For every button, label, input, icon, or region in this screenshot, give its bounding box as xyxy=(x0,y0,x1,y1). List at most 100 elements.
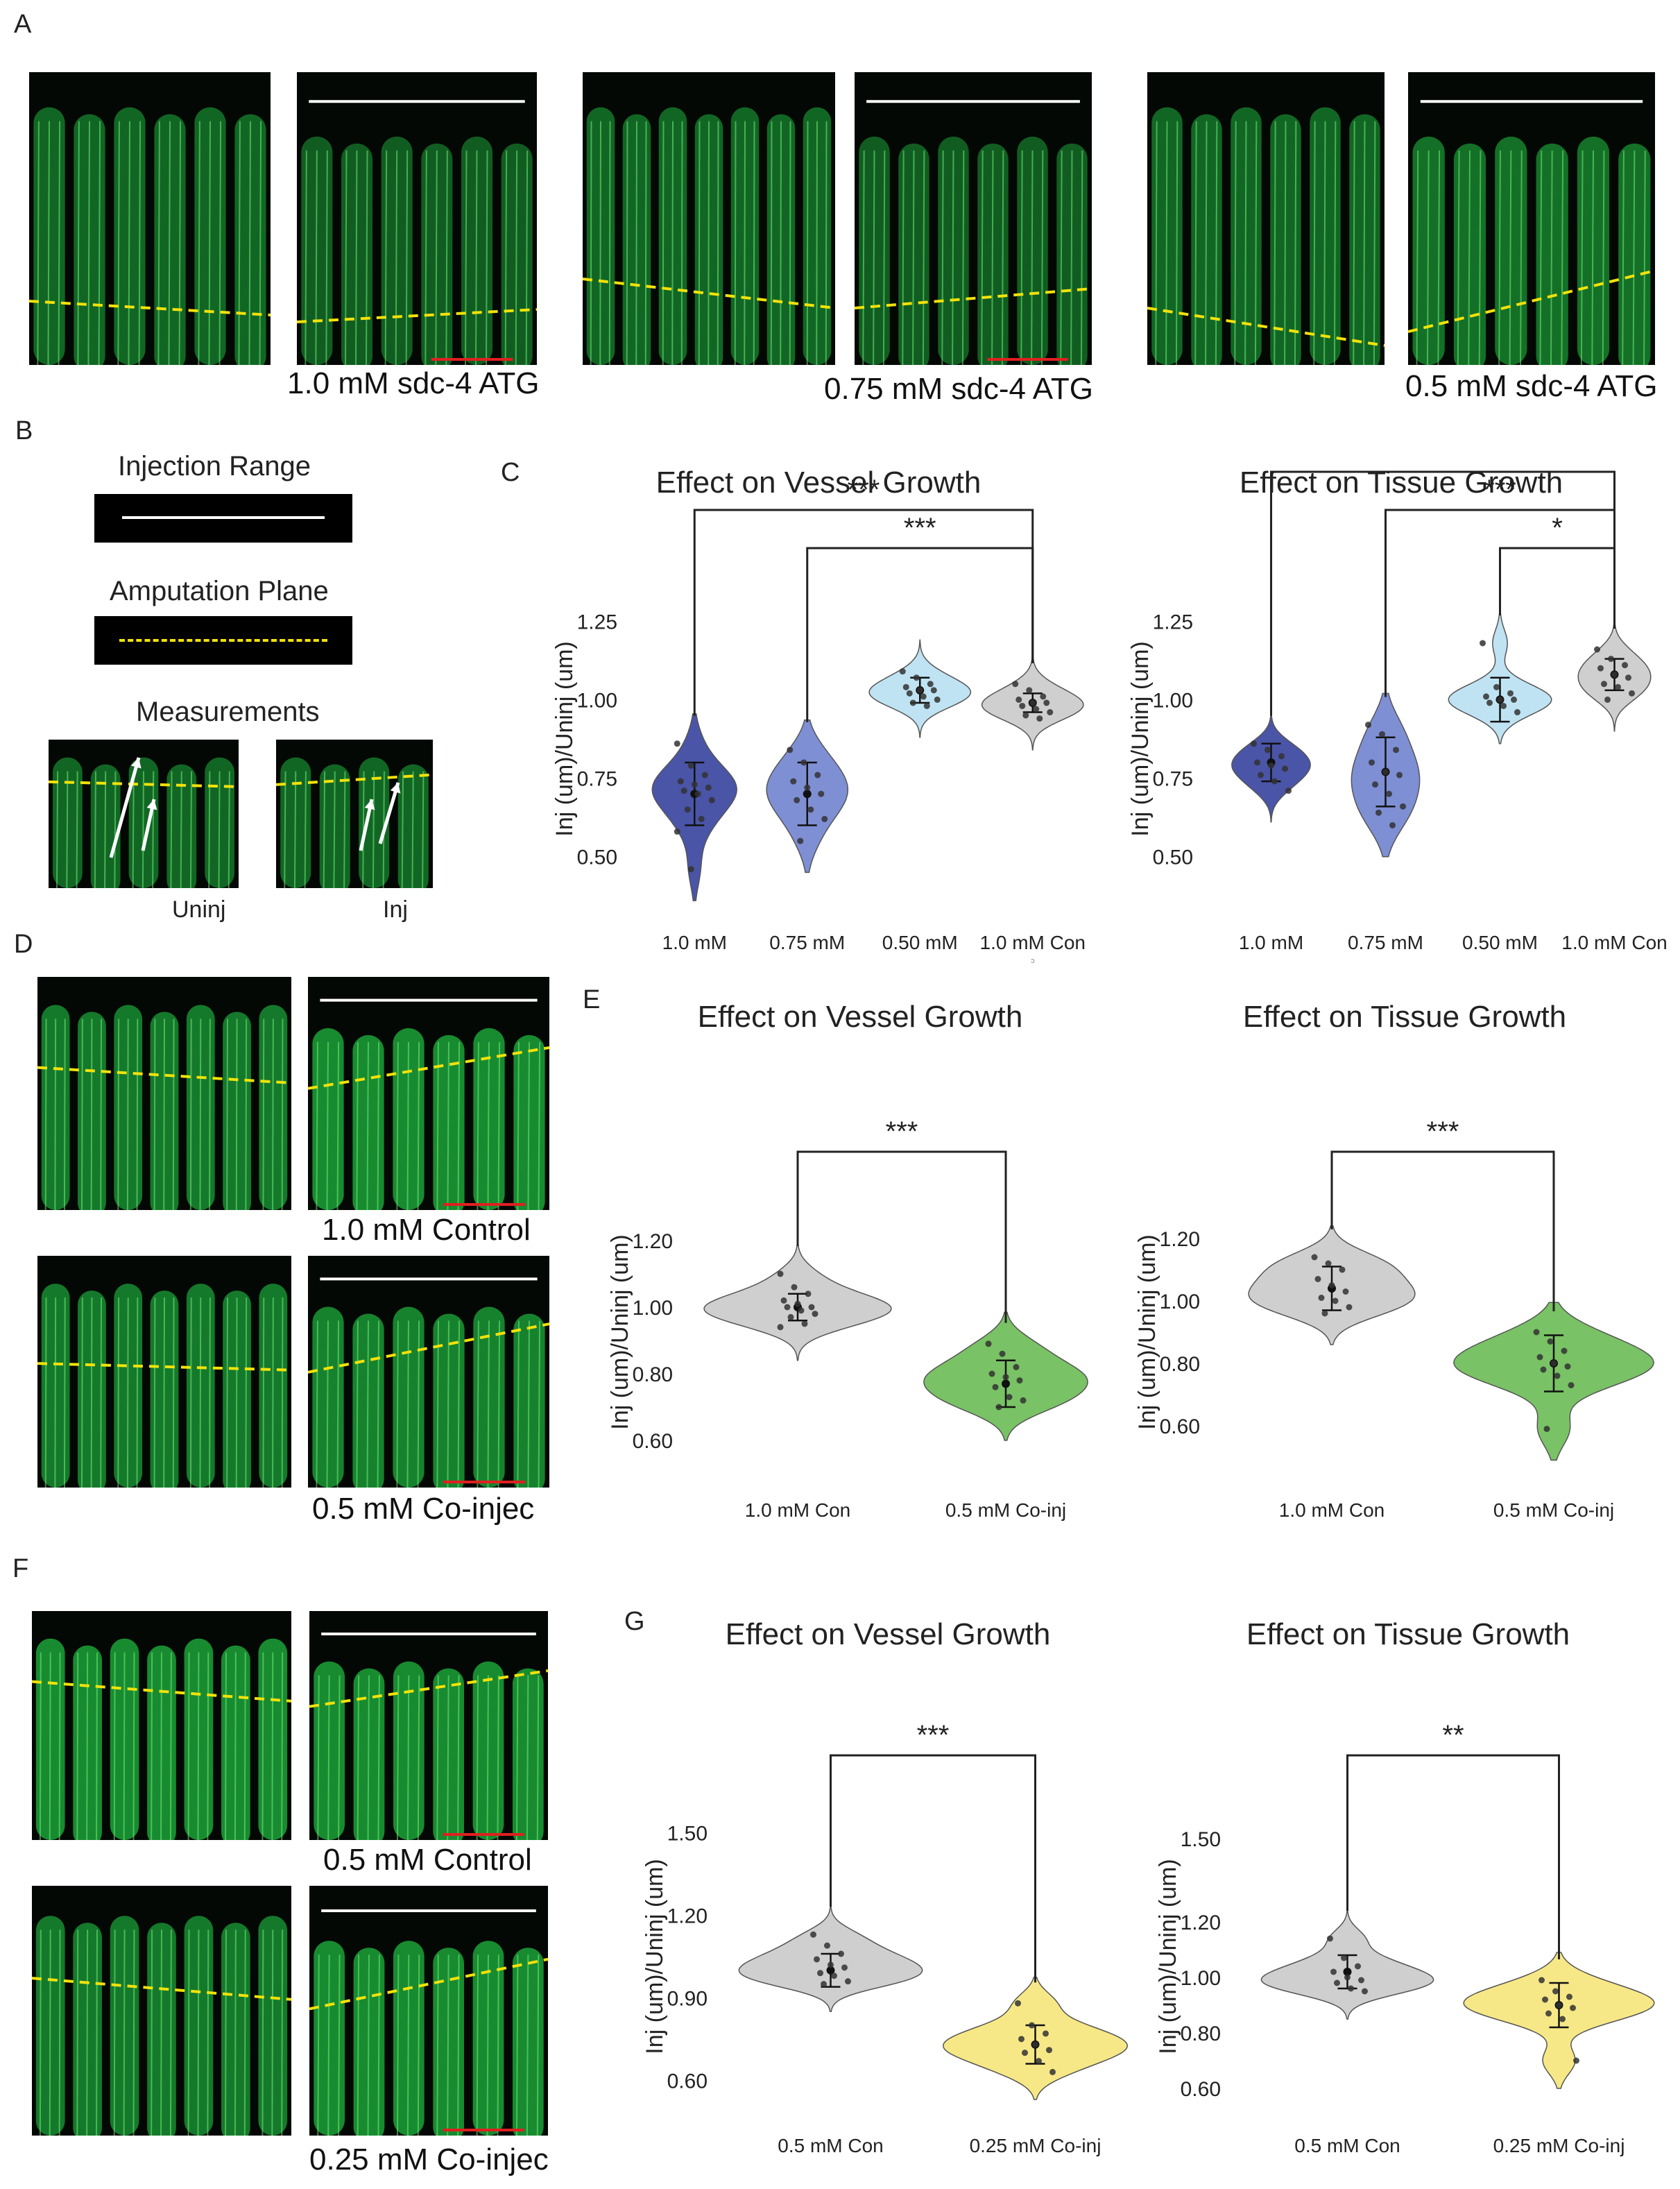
data-point xyxy=(808,1304,815,1311)
y-tick-label: 0.80 xyxy=(1181,2022,1221,2045)
vessel-strand xyxy=(157,121,160,365)
vessel-strand xyxy=(1070,150,1073,365)
data-point xyxy=(1022,712,1029,719)
data-point xyxy=(845,1978,851,1985)
y-tick-label: 1.50 xyxy=(667,1823,708,1846)
vessel-strand xyxy=(218,121,222,365)
vessel-strand xyxy=(226,1297,228,1488)
vessel-strand xyxy=(76,1652,79,1840)
vessel-strand xyxy=(281,1297,284,1488)
data-point xyxy=(1486,699,1493,706)
vessel-strand xyxy=(1165,121,1168,365)
vessel-strand xyxy=(417,1675,420,1840)
data-point xyxy=(1545,2010,1552,2017)
y-axis-label: Inj (um)/Uninj (um) xyxy=(607,1234,633,1429)
vessel-strand xyxy=(123,1652,126,1840)
vessel-strand xyxy=(336,1041,340,1210)
significance-label: * xyxy=(1552,513,1563,543)
panel-letter-c: C xyxy=(501,458,520,487)
data-point xyxy=(1393,747,1399,753)
data-point xyxy=(1026,687,1033,694)
data-point xyxy=(1355,1963,1361,1970)
significance-label: *** xyxy=(1484,475,1516,505)
data-point xyxy=(902,683,909,690)
data-point xyxy=(687,866,694,873)
vessel-strand xyxy=(406,1675,410,1840)
x-category-label: 1.0 mM Con xyxy=(1279,1499,1385,1521)
data-point xyxy=(787,747,794,753)
vessel-strand xyxy=(476,1954,479,2136)
micrograph-f1-uninj xyxy=(32,1611,291,1840)
data-point xyxy=(1022,2050,1028,2056)
y-tick-label: 1.20 xyxy=(633,1230,673,1253)
data-point xyxy=(1013,1363,1020,1370)
data-point xyxy=(780,1297,787,1304)
vessel-strand xyxy=(1215,121,1218,365)
vessel-strand xyxy=(457,1041,461,1210)
mean-point xyxy=(803,790,812,799)
y-axis-label: Inj (um)/Uninj (um) xyxy=(1155,1859,1181,2054)
vessel-strand xyxy=(396,1320,399,1488)
amputation-line xyxy=(297,308,537,323)
vessel-strand xyxy=(325,150,328,365)
vessel-strand xyxy=(406,1041,409,1210)
vessel-strand xyxy=(58,121,61,365)
amputation-line xyxy=(32,1680,291,1703)
measurement-arrowhead xyxy=(130,758,142,769)
vessel-strand xyxy=(526,1954,529,2136)
panel-letter-f: F xyxy=(12,1554,29,1583)
vessel-strand xyxy=(465,150,468,365)
data-point xyxy=(930,687,937,694)
y-tick-label: 1.50 xyxy=(1181,1828,1221,1851)
data-point xyxy=(1015,696,1022,703)
vessel-strand xyxy=(671,121,674,365)
amputation-line xyxy=(32,1977,291,2001)
vessel-strand xyxy=(178,121,182,365)
data-point xyxy=(824,1942,830,1949)
vessel-strand xyxy=(1580,150,1584,365)
amputation-line xyxy=(583,278,835,309)
vessel-strand xyxy=(262,1019,265,1210)
vessel-strand xyxy=(271,1930,274,2136)
vessel-strand xyxy=(207,1652,209,1840)
data-point xyxy=(1550,1360,1557,1367)
vessel-strand xyxy=(76,771,78,888)
data-point xyxy=(794,797,800,803)
data-point xyxy=(1311,1254,1318,1261)
chart-title: Effect on Vessel Growth xyxy=(726,1617,1051,1651)
caption-05mm-coinjec: 0.5 mM Co-injec xyxy=(312,1492,535,1526)
data-point xyxy=(1365,722,1371,729)
data-point xyxy=(1047,709,1054,716)
vessel-strand xyxy=(367,1675,370,1840)
vessel-strand xyxy=(497,1041,501,1210)
data-point xyxy=(1615,683,1621,690)
vessel-strand xyxy=(81,1297,83,1488)
amputation-line xyxy=(309,1957,548,2011)
vessel-strand xyxy=(515,150,518,365)
y-tick-label: 1.25 xyxy=(577,611,617,633)
data-point xyxy=(1611,671,1618,678)
vessel-strand xyxy=(160,1652,162,1840)
injection-range-line xyxy=(122,516,325,519)
vessel-strand xyxy=(172,1297,175,1488)
micrograph-background xyxy=(1408,72,1655,365)
data-point xyxy=(1334,1979,1340,1986)
data-point xyxy=(1043,699,1050,706)
chart-title: Effect on Tissue Growth xyxy=(1246,1617,1570,1651)
amputation-line xyxy=(309,1669,548,1708)
vessel-strand xyxy=(209,1019,211,1210)
data-point xyxy=(934,696,941,703)
vessel-strand xyxy=(284,771,286,888)
vessel-strand xyxy=(447,1041,449,1210)
vessel-strand xyxy=(304,771,307,888)
measurement-arrowhead xyxy=(364,799,375,810)
data-point xyxy=(1362,1988,1368,1995)
data-point xyxy=(1493,683,1500,690)
y-tick-label: 1.25 xyxy=(1153,611,1193,633)
data-point xyxy=(794,1300,801,1307)
vessel-strand xyxy=(436,1041,439,1210)
vessel-strand xyxy=(780,121,782,365)
data-point xyxy=(812,1311,818,1318)
caption-05mm-sdc4: 0.5 mM sdc-4 ATG xyxy=(1405,369,1658,403)
